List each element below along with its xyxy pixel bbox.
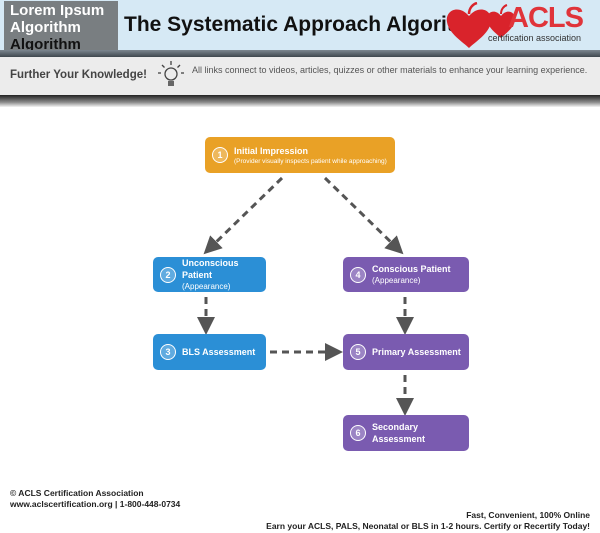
node-subtitle: (Appearance) xyxy=(182,281,231,291)
page-title: The Systematic Approach Algorithm xyxy=(124,13,486,36)
header: The Systematic Approach Algorithm Lorem … xyxy=(0,0,600,54)
heart-apple-logo-icon xyxy=(446,2,516,48)
overlay-label: Lorem Ipsum Algorithm Algorithm xyxy=(4,1,118,54)
divider xyxy=(0,50,600,57)
node-subtitle: (Appearance) xyxy=(372,275,421,285)
node-subtitle: (Provider visually inspects patient whil… xyxy=(234,157,387,165)
node-title: Secondary Assessment xyxy=(372,422,426,444)
arrow-1-to-2 xyxy=(203,176,284,255)
footer-tagline: Fast, Convenient, 100% Online xyxy=(466,510,590,520)
step-number: 1 xyxy=(212,147,228,163)
logo-subtitle: certification association xyxy=(488,33,582,43)
lightbulb-icon xyxy=(158,61,184,86)
step-number: 2 xyxy=(160,266,176,283)
node-bls-assessment[interactable]: 3 BLS Assessment xyxy=(153,334,266,370)
footer-cta: Earn your ACLS, PALS, Neonatal or BLS in… xyxy=(266,521,590,531)
band-text: All links connect to videos, articles, q… xyxy=(192,65,588,75)
node-primary-assessment[interactable]: 5 Primary Assessment xyxy=(343,334,469,370)
step-number: 5 xyxy=(350,344,366,360)
overlay-line: Algorithm xyxy=(10,19,81,36)
step-number: 4 xyxy=(350,266,366,283)
info-band: Further Your Knowledge! All links connec… xyxy=(0,57,600,95)
overlay-line: Algorithm xyxy=(10,36,81,53)
footer-copyright: © ACLS Certification Association xyxy=(10,488,144,498)
arrow-1-to-4 xyxy=(323,176,404,255)
node-initial-impression[interactable]: 1 Initial Impression (Provider visually … xyxy=(205,137,395,173)
node-title: Unconscious Patient xyxy=(182,257,239,280)
band-heading: Further Your Knowledge! xyxy=(10,69,147,81)
footer-contact[interactable]: www.aclscertification.org | 1-800-448-07… xyxy=(10,499,181,509)
node-unconscious-patient[interactable]: 2 Unconscious Patient (Appearance) xyxy=(153,257,266,292)
step-number: 6 xyxy=(350,425,366,441)
step-number: 3 xyxy=(160,344,176,360)
overlay-line: Lorem Ipsum xyxy=(10,2,105,19)
node-conscious-patient[interactable]: 4 Conscious Patient (Appearance) xyxy=(343,257,469,292)
node-secondary-assessment[interactable]: 6 Secondary Assessment xyxy=(343,415,469,451)
node-title: Initial Impression xyxy=(234,145,309,156)
node-title: Conscious Patient xyxy=(372,263,451,274)
node-title: Primary Assessment xyxy=(372,347,461,357)
logo-text: ACLS xyxy=(508,2,584,34)
node-title: BLS Assessment xyxy=(182,347,256,357)
divider xyxy=(0,95,600,107)
